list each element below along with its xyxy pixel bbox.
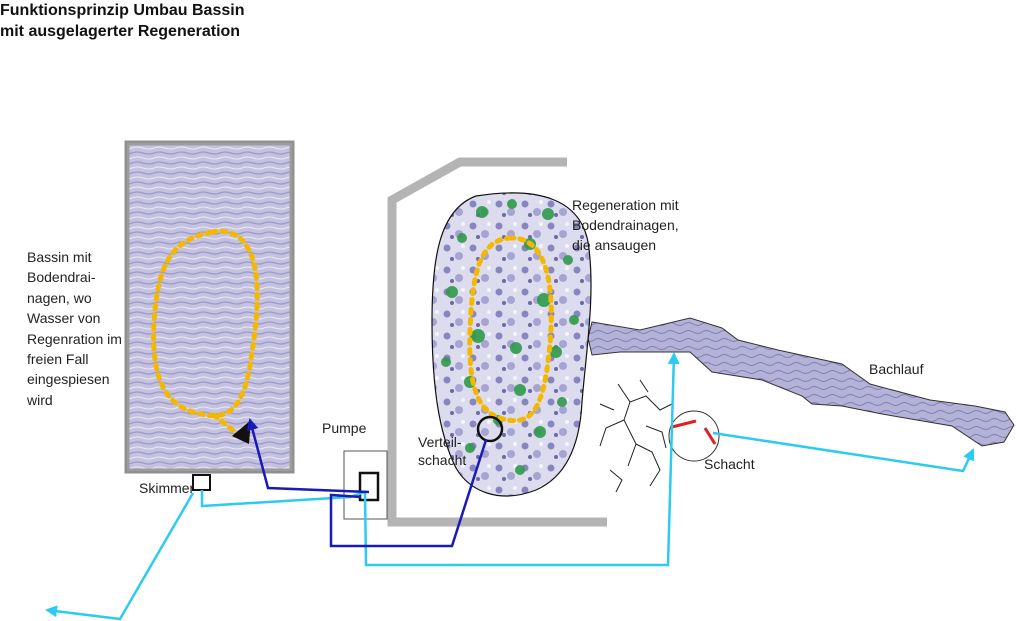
label-regeneration: Regeneration mit Bodendrainagen, die ans… xyxy=(572,195,679,255)
label-bassin-line: freien Fall xyxy=(27,351,89,368)
title-line-2: mit ausgelagerter Regeneration xyxy=(0,23,241,40)
label-skimmer: Skimmer xyxy=(139,480,195,496)
label-regeneration-line: Bodendrainagen, xyxy=(572,217,679,233)
dark-blue-pipes xyxy=(246,418,488,548)
bassin xyxy=(124,140,295,474)
label-pumpe: Pumpe xyxy=(322,420,367,436)
label-regeneration-line: Regeneration mit xyxy=(572,197,679,213)
label-verteilschacht-line: schacht xyxy=(418,452,467,468)
valve-left-icon xyxy=(671,419,697,429)
page-title: Funktionsprinzip Umbau Bassin mit ausgel… xyxy=(0,0,244,42)
regeneration-area xyxy=(431,192,592,497)
bassin-drain-loop xyxy=(151,228,260,419)
pipe-pump-to-verteilschacht xyxy=(329,439,488,548)
regeneration-drain-loop xyxy=(467,235,554,424)
verteilschacht-ring xyxy=(476,415,504,443)
label-bassin-line: Regenration im xyxy=(27,330,122,347)
pump-box xyxy=(358,471,380,502)
label-bassin-line: eingespiesen xyxy=(27,371,110,388)
label-bassin-line: wird xyxy=(27,391,53,408)
pipe-skimmer-out xyxy=(45,492,195,621)
bassin-drain-tail xyxy=(211,412,243,439)
bachlauf-stream xyxy=(587,317,1015,447)
label-verteilschacht-line: Verteil- xyxy=(418,434,462,450)
label-verteilschacht: Verteil- schacht xyxy=(418,433,466,469)
label-schacht: Schacht xyxy=(704,456,755,472)
label-regeneration-line: die ansaugen xyxy=(572,237,657,253)
label-bachlauf: Bachlauf xyxy=(869,361,924,377)
label-bassin: Bassin mit Bodendrai- nagen, wo Wasser v… xyxy=(27,247,122,410)
valve-right-icon xyxy=(703,427,717,445)
bassin-overlay xyxy=(127,143,292,471)
pipe-stream-return xyxy=(712,431,975,473)
label-bassin-line: Wasser von xyxy=(27,310,101,327)
inlet-arrow-icon xyxy=(232,420,251,444)
skimmer-box xyxy=(192,474,211,491)
label-bassin-line: nagen, wo xyxy=(27,289,92,306)
label-bassin-line: Bassin mit xyxy=(27,249,92,265)
separating-wall xyxy=(387,157,607,527)
rock-patch xyxy=(599,379,673,493)
title-line-1: Funktionsprinzip Umbau Bassin xyxy=(0,2,245,19)
pipe-pump-to-bassin xyxy=(246,418,370,494)
label-bassin-line: Bodendrai- xyxy=(27,269,96,286)
